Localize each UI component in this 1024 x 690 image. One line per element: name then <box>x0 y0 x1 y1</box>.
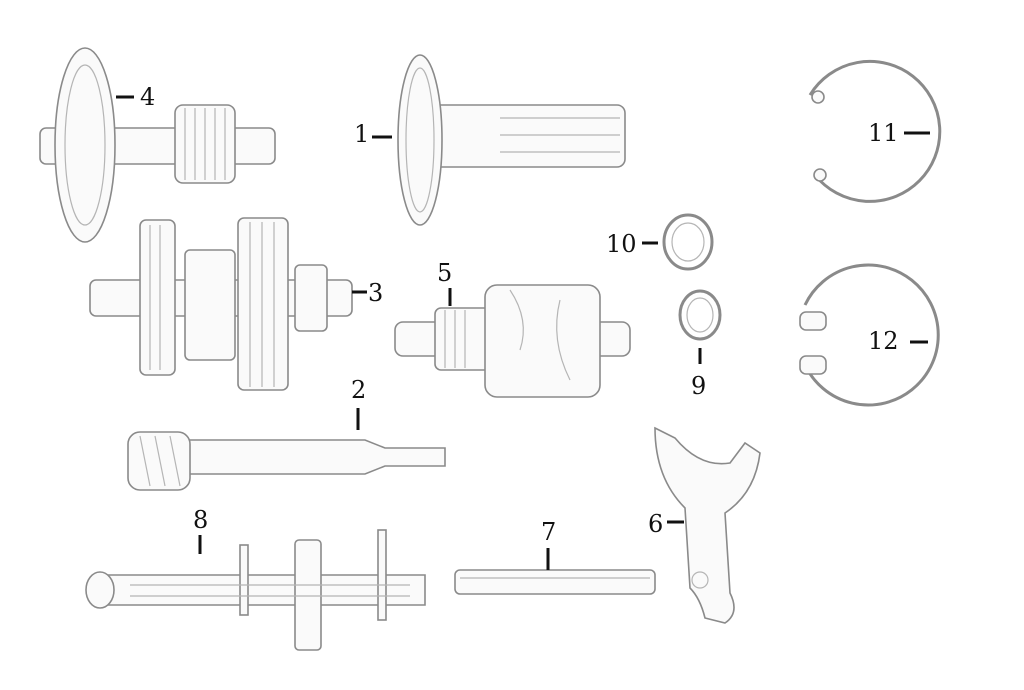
label-part-5: 5 <box>437 259 453 287</box>
part-6-shift-fork <box>654 426 761 624</box>
label-part-4: 4 <box>140 83 156 111</box>
label-part-9: 9 <box>691 372 707 400</box>
part-11-internal-circlip <box>808 59 942 203</box>
label-part-3: 3 <box>368 279 384 307</box>
label-part-10: 10 <box>606 230 637 258</box>
part-5-shift-drum <box>394 284 631 398</box>
label-part-1: 1 <box>354 120 370 148</box>
label-part-6: 6 <box>648 510 664 538</box>
leader-lines <box>116 95 930 570</box>
part-9-washer <box>678 289 722 341</box>
part-4-gear-shaft <box>39 47 276 243</box>
part-3-gear-cluster <box>89 217 353 391</box>
part-1-gear-shaft <box>397 54 626 226</box>
part-10-washer <box>662 213 714 271</box>
part-2-main-shaft <box>127 431 446 491</box>
part-7-fork-rod <box>454 569 656 595</box>
label-part-11: 11 <box>868 119 899 147</box>
label-part-2: 2 <box>351 376 367 404</box>
label-part-7: 7 <box>541 518 557 546</box>
label-part-8: 8 <box>193 506 209 534</box>
part-12-external-circlip <box>799 263 940 407</box>
label-part-12: 12 <box>868 327 899 355</box>
part-8-shift-shaft <box>85 529 426 651</box>
